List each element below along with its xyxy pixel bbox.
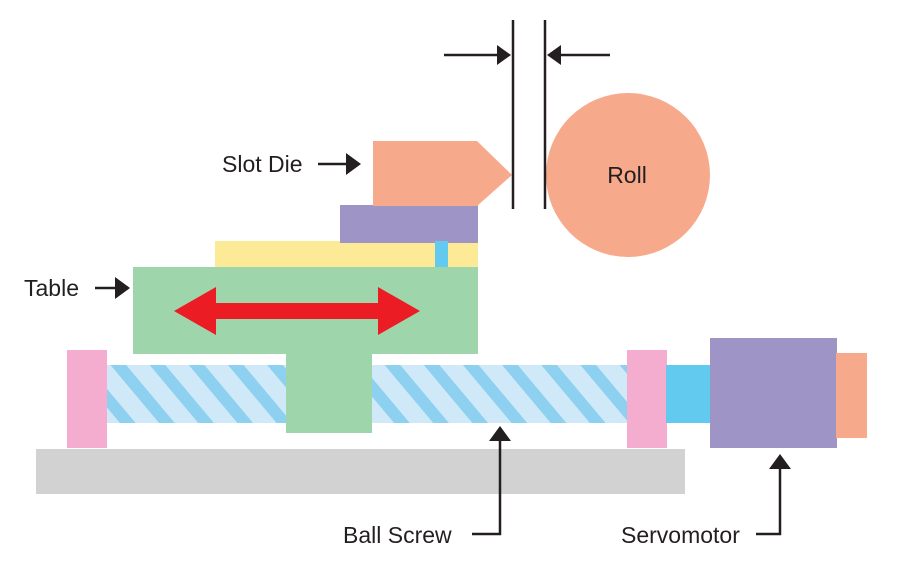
label-slot-die: Slot Die xyxy=(222,151,303,177)
coupling xyxy=(666,365,711,423)
table-pointer-icon xyxy=(95,277,130,299)
ball-screw-pointer-icon xyxy=(472,426,511,536)
label-ball-screw: Ball Screw xyxy=(343,522,452,548)
base-rail xyxy=(36,449,685,494)
servomotor-body xyxy=(710,338,837,448)
label-roll: Roll xyxy=(607,162,647,188)
motion-double-arrow-icon xyxy=(174,287,420,335)
label-servomotor: Servomotor xyxy=(621,522,740,548)
shim-plate xyxy=(215,241,478,268)
end-block-right xyxy=(627,350,667,448)
table-nut-block xyxy=(286,353,372,433)
roll xyxy=(546,93,710,257)
slot-die-pointer-icon xyxy=(318,153,361,175)
end-block-left xyxy=(67,350,107,448)
servomotor-cap xyxy=(836,353,867,438)
label-table: Table xyxy=(24,275,79,301)
servomotor-pointer-icon xyxy=(756,454,791,536)
gap-dimension-arrows-icon xyxy=(444,45,610,65)
die-holder xyxy=(340,205,478,243)
slot-die-body xyxy=(373,141,512,206)
